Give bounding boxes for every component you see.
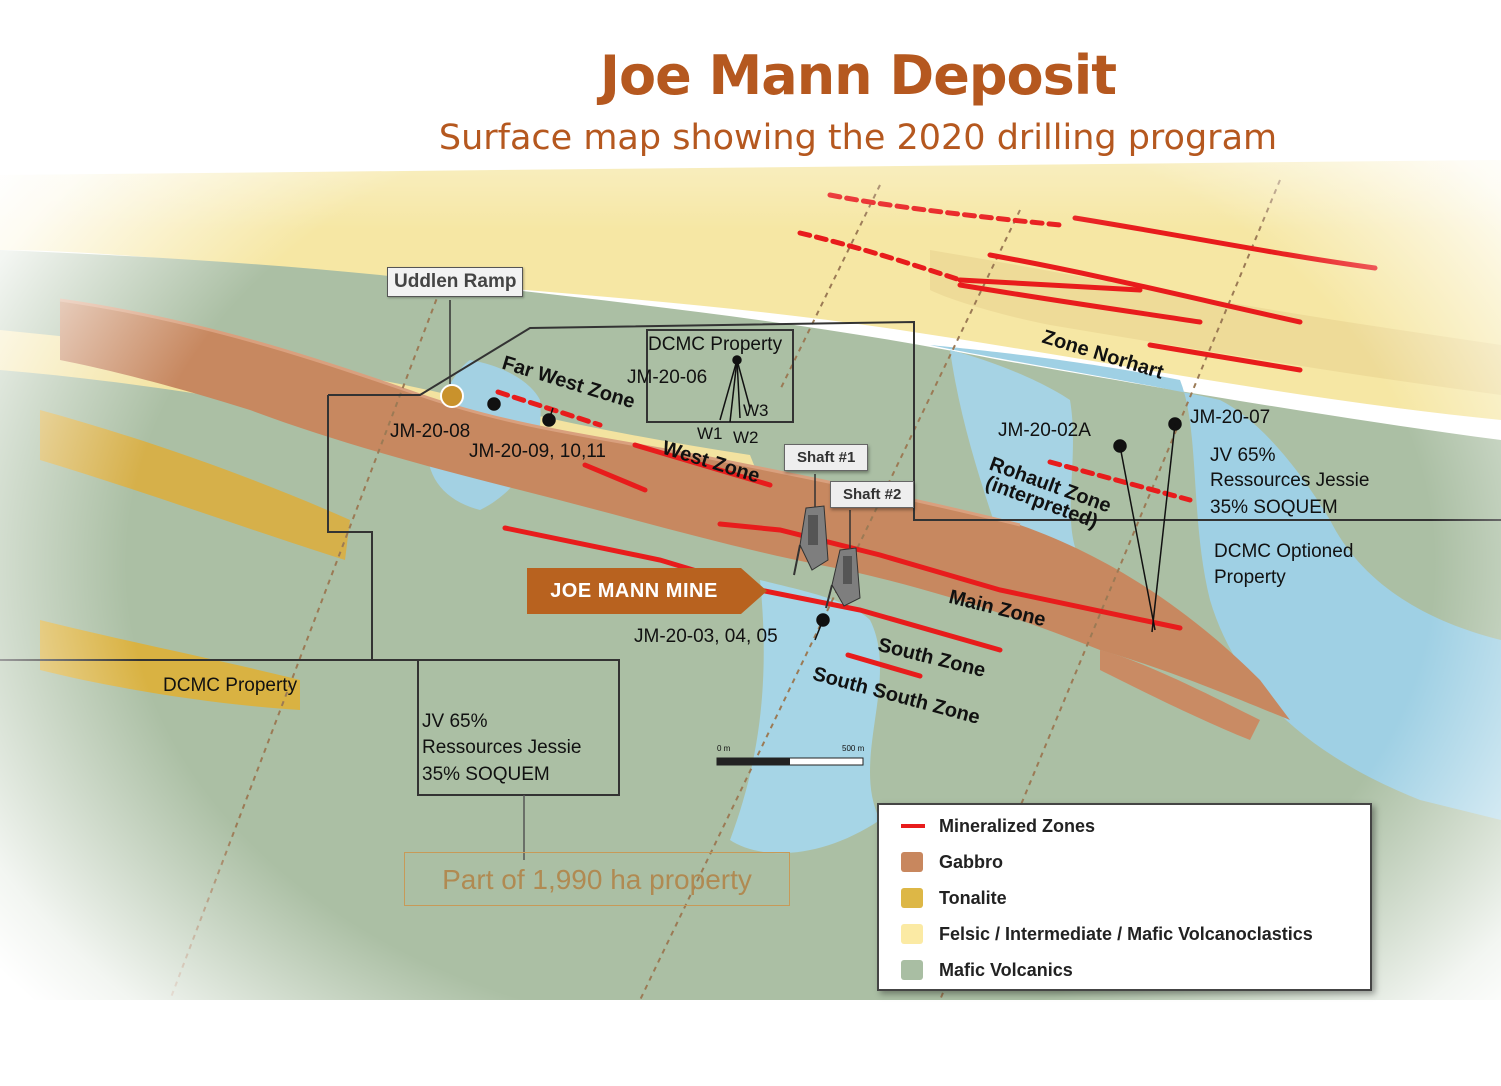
legend-swatch [901,824,925,828]
drillhole-jm-20-07-label: JM-20-07 [1190,407,1271,428]
legend-item: Felsic / Intermediate / Mafic Volcanocla… [901,921,1313,947]
scale-start-label: 0 m [717,744,731,753]
uddlen-ramp-label: Uddlen Ramp [387,267,524,297]
map-subtitle: Surface map showing the 2020 drilling pr… [438,118,1278,158]
dcmc-optioned-label-line2: Property [1214,567,1286,588]
legend-label: Mafic Volcanics [939,959,1073,980]
drillhole-w3-label: W3 [743,401,769,420]
drillhole-w1-label: W1 [697,424,723,443]
legend-item: Tonalite [901,885,1007,911]
jv-bottom-line3: 35% SOQUEM [422,764,550,785]
joe-mann-mine-banner: JOE MANN MINE [527,568,767,614]
legend-swatch [901,960,923,980]
dcmc-optioned-label-line1: DCMC Optioned [1214,541,1354,562]
drillhole-jm-20-03-label: JM-20-03, 04, 05 [634,626,778,647]
legend-label: Felsic / Intermediate / Mafic Volcanocla… [939,923,1313,944]
jv-right-line3: 35% SOQUEM [1210,497,1338,518]
jv-right-line2: Ressources Jessie [1210,470,1370,491]
property-size-note: Part of 1,990 ha property [404,852,790,906]
drillhole-w2-label: W2 [733,428,759,447]
drillhole-jm-20-09-label: JM-20-09, 10,11 [469,441,606,462]
legend-label: Gabbro [939,851,1004,872]
jv-right-line1: JV 65% [1210,445,1276,466]
legend-item: Mafic Volcanics [901,957,1073,983]
shaft-2-label: Shaft #2 [830,481,915,508]
dcmc-property-label-left: DCMC Property [163,675,298,696]
drillhole-jm-20-08-label: JM-20-08 [390,421,471,442]
scale-end-label: 500 m [842,744,865,753]
legend-item: Mineralized Zones [901,813,1095,839]
legend-swatch [901,924,923,944]
dcmc-property-label-top: DCMC Property [648,334,783,355]
legend-label: Tonalite [939,887,1007,908]
legend-swatch [901,852,923,872]
joe-mann-mine-label: JOE MANN MINE [550,580,718,602]
drillhole-jm-20-02a-label: JM-20-02A [998,420,1091,441]
map-title: Joe Mann Deposit [599,44,1117,107]
drillhole-jm-20-06-label: JM-20-06 [627,367,708,388]
legend-swatch [901,888,923,908]
jv-bottom-line2: Ressources Jessie [422,737,582,758]
shaft-1-label: Shaft #1 [784,444,869,471]
legend-label: Mineralized Zones [939,815,1096,836]
legend-item: Gabbro [901,849,1003,875]
jv-bottom-line1: JV 65% [422,711,488,732]
